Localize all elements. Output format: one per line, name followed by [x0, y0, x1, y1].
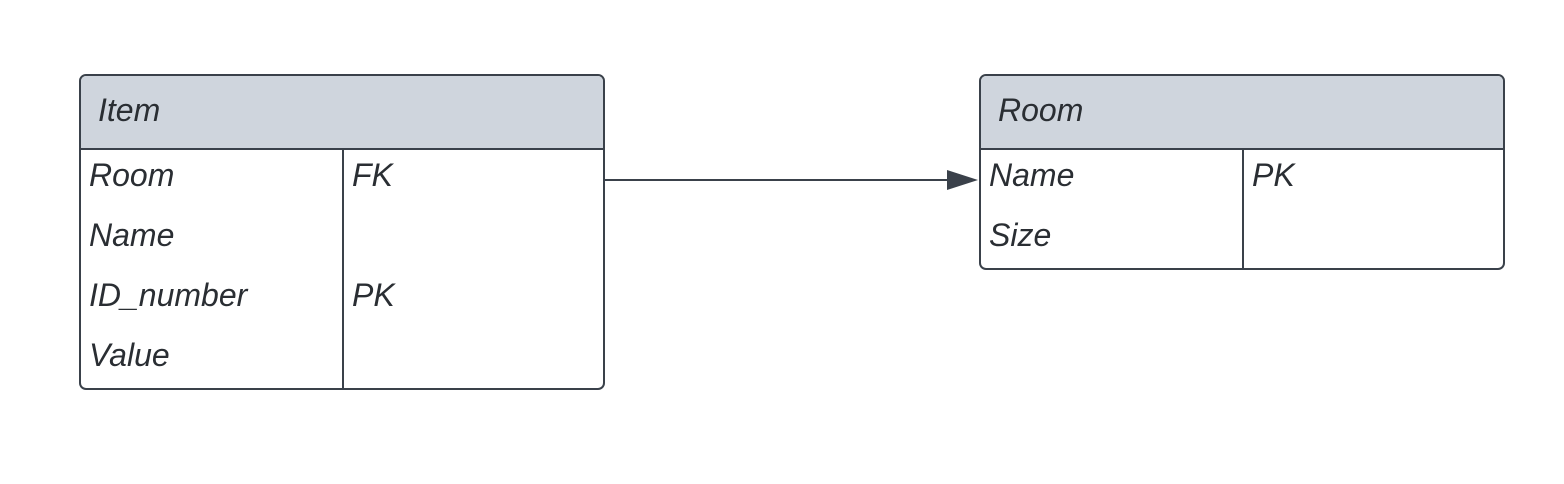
entity-item[interactable]: Item Room FK Name ID_number PK Value [79, 74, 605, 390]
field-name: Room [89, 157, 175, 193]
field-key: PK [1252, 157, 1295, 193]
field-name: Name [89, 217, 175, 253]
entity-title: Item [98, 92, 161, 128]
entity-header: Item [81, 76, 603, 150]
field-row[interactable]: ID_number PK [81, 270, 603, 330]
field-name: Size [989, 217, 1052, 253]
field-name: Name [989, 157, 1075, 193]
arrowhead-icon [947, 170, 978, 190]
field-row[interactable]: Name PK [981, 150, 1503, 210]
entity-title: Room [998, 92, 1084, 128]
field-row[interactable]: Name [81, 210, 603, 270]
field-name: ID_number [89, 277, 248, 313]
field-row[interactable]: Size [981, 210, 1503, 268]
entity-header: Room [981, 76, 1503, 150]
column-divider [342, 150, 344, 388]
field-key: FK [352, 157, 393, 193]
column-divider [1242, 150, 1244, 268]
entity-room[interactable]: Room Name PK Size [979, 74, 1505, 270]
field-row[interactable]: Room FK [81, 150, 603, 210]
field-key: PK [352, 277, 395, 313]
field-name: Value [89, 337, 170, 373]
field-row[interactable]: Value [81, 330, 603, 388]
